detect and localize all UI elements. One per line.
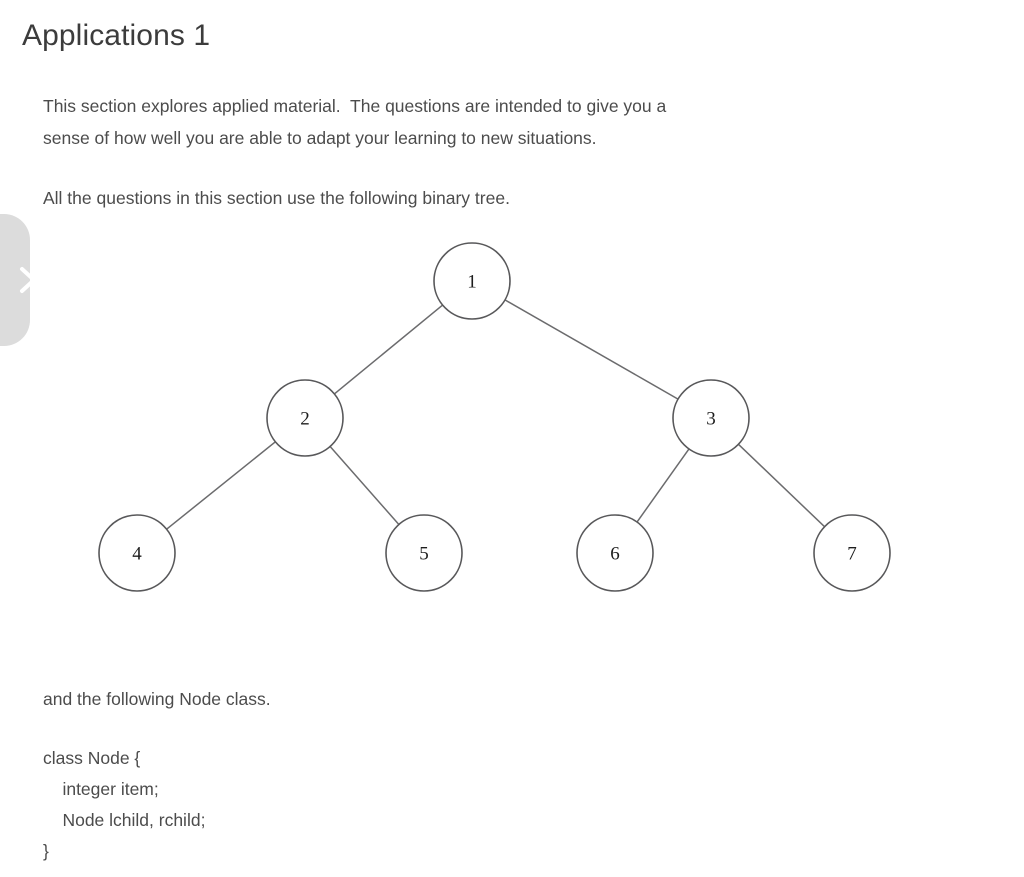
tree-node: 3 bbox=[672, 379, 750, 457]
sidebar-expand-tab[interactable] bbox=[0, 214, 36, 346]
tree-edge bbox=[329, 446, 400, 525]
tree-node-label: 7 bbox=[847, 544, 857, 565]
tree-node-circle bbox=[266, 379, 344, 457]
tree-node-label: 6 bbox=[610, 544, 620, 565]
tree-node-label: 2 bbox=[300, 409, 310, 430]
tree-node-circle bbox=[576, 514, 654, 592]
tree-node-label: 1 bbox=[467, 272, 477, 293]
intro-paragraph: This section explores applied material. … bbox=[43, 96, 667, 148]
node-class-note-paragraph: and the following Node class. bbox=[43, 689, 271, 709]
node-class-code-block: class Node { integer item; Node lchild, … bbox=[43, 748, 206, 861]
chevron-right-icon bbox=[20, 267, 36, 293]
tree-edge bbox=[737, 443, 826, 528]
tree-note-paragraph: All the questions in this section use th… bbox=[43, 188, 510, 208]
tree-node-circle bbox=[385, 514, 463, 592]
tree-edge bbox=[504, 299, 679, 400]
tree-node-label: 5 bbox=[419, 544, 429, 565]
tree-node-circle bbox=[672, 379, 750, 457]
tree-node: 1 bbox=[433, 242, 511, 320]
tree-node-circle bbox=[433, 242, 511, 320]
binary-tree-figure: 1 2 3 4 5 6 7 bbox=[60, 225, 960, 635]
binary-tree-svg: 1 2 3 4 5 6 7 bbox=[98, 242, 891, 592]
tree-edge bbox=[333, 304, 444, 395]
tree-edge-group bbox=[166, 299, 826, 530]
tree-node-label: 4 bbox=[132, 544, 142, 565]
page-title: Applications 1 bbox=[22, 19, 211, 52]
tree-node: 6 bbox=[576, 514, 654, 592]
tree-node: 2 bbox=[266, 379, 344, 457]
tree-node-group: 1 2 3 4 5 6 7 bbox=[98, 242, 891, 592]
tree-node-circle bbox=[813, 514, 891, 592]
tree-edge bbox=[636, 448, 690, 523]
tree-node: 5 bbox=[385, 514, 463, 592]
tree-edge bbox=[166, 441, 276, 530]
tree-node-label: 3 bbox=[706, 409, 716, 430]
tree-node-circle bbox=[98, 514, 176, 592]
tree-node: 7 bbox=[813, 514, 891, 592]
tree-node: 4 bbox=[98, 514, 176, 592]
